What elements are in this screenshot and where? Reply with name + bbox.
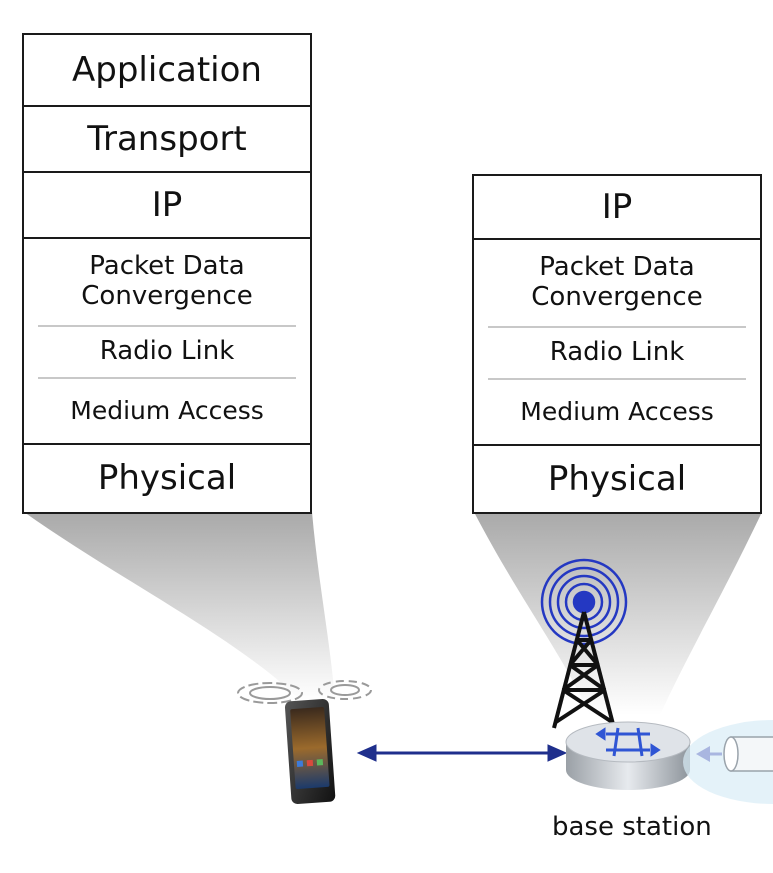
layer-transport-label: Transport [87, 118, 247, 159]
layer-link-sublayers: Packet Data Convergence Radio Link Mediu… [474, 240, 760, 446]
layer-transport: Transport [24, 107, 310, 173]
sublayer-divider [488, 326, 746, 328]
layer-application: Application [24, 35, 310, 107]
sublayer-pdcp: Packet Data Convergence [81, 239, 252, 325]
base-station-label: base station [552, 812, 712, 842]
sublayer-mac-label: Medium Access [520, 396, 714, 426]
layer-physical: Physical [24, 445, 310, 512]
layer-physical-label: Physical [547, 458, 687, 499]
sublayer-rlc: Radio Link [550, 328, 685, 378]
layer-ip-label: IP [151, 184, 183, 225]
sublayer-pdcp-line2: Convergence [81, 281, 253, 311]
layer-ip-label: IP [601, 186, 633, 227]
layer-application-label: Application [72, 49, 262, 90]
wireless-link-arrow [356, 744, 568, 762]
base-station-protocol-stack: IP Packet Data Convergence Radio Link Me… [472, 174, 762, 514]
sublayer-divider [38, 325, 296, 327]
layer-physical: Physical [474, 446, 760, 512]
layer-physical-label: Physical [97, 458, 237, 499]
layer-ip: IP [474, 176, 760, 240]
smartphone-icon [284, 698, 336, 805]
mobile-protocol-stack: Application Transport IP Packet Data Con… [22, 33, 312, 514]
antenna-tower-icon [552, 611, 616, 729]
sublayer-mac: Medium Access [70, 379, 264, 443]
sublayer-pdcp-line1: Packet Data [89, 251, 245, 282]
sublayer-pdcp-line2: Convergence [531, 282, 703, 312]
sublayer-mac-label: Medium Access [70, 395, 264, 425]
cable-icon [683, 720, 773, 804]
wireless-signal-icon [237, 680, 372, 704]
sublayer-divider [488, 378, 746, 380]
mobile-stack-funnel [24, 512, 335, 700]
base-stack-funnel [474, 512, 762, 715]
antenna-signal-icon [540, 558, 628, 646]
layer-link-sublayers: Packet Data Convergence Radio Link Mediu… [24, 239, 310, 445]
sublayer-mac: Medium Access [520, 380, 714, 444]
layer-ip: IP [24, 173, 310, 239]
sublayer-pdcp: Packet Data Convergence [531, 240, 702, 326]
sublayer-rlc: Radio Link [100, 327, 235, 377]
router-icon [565, 721, 691, 790]
sublayer-rlc-label: Radio Link [549, 337, 685, 368]
sublayer-pdcp-line1: Packet Data [539, 252, 695, 283]
sublayer-divider [38, 377, 296, 379]
sublayer-rlc-label: Radio Link [99, 336, 235, 367]
